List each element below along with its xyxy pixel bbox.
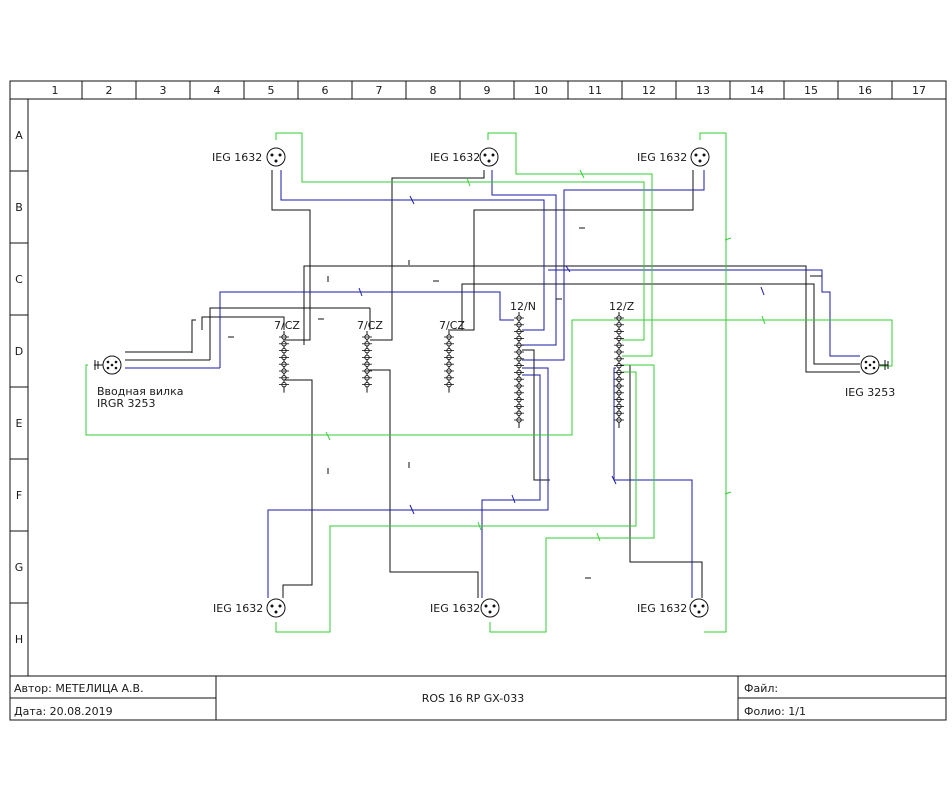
col-label: 12 [642,84,656,97]
terminal-block-label: 12/Z [609,300,635,313]
terminal-block-label: 7/CZ [439,319,465,332]
blue-wires [125,170,860,598]
connector-label: IEG 1632 [637,602,687,615]
row-label: G [15,561,24,574]
connector-ieg1632-bottom-mid: IEG 1632 [430,598,500,618]
row-label: H [15,633,23,646]
connector-ieg1632-bottom-right: IEG 1632 [637,598,709,618]
date-field: Дата: 20.08.2019 [14,705,113,718]
terminal-block-label: 7/CZ [357,319,383,332]
col-label: 2 [106,84,113,97]
col-label: 7 [376,84,383,97]
row-label: D [15,345,23,358]
connector-label: IEG 1632 [212,151,262,164]
row-label: A [15,129,23,142]
col-label: 6 [322,84,329,97]
wiring [85,132,893,633]
column-grid: 1 2 3 4 5 6 7 8 9 10 11 12 13 14 15 16 1… [52,81,926,99]
input-plug-model: IRGR 3253 [97,397,156,410]
connector-label: IEG 1632 [430,151,480,164]
author-field: Автор: МЕТЕЛИЦА А.В. [14,682,144,695]
col-label: 11 [588,84,602,97]
col-label: 5 [268,84,275,97]
connector-label: IEG 3253 [845,386,895,399]
col-label: 17 [912,84,926,97]
col-label: 13 [696,84,710,97]
drawing-name: ROS 16 RP GX-033 [422,692,525,705]
connector-ieg1632-bottom-left: IEG 1632 [213,598,286,618]
drawing-frame [9,80,947,721]
input-plug-irgr3253: Вводная вилка IRGR 3253 [94,355,183,410]
black-wires [125,170,860,598]
col-label: 15 [804,84,818,97]
terminal-blocks: 7/CZ 7/CZ 7/CZ 12/N 12/Z [274,300,635,428]
row-label: C [15,273,23,286]
input-plug-label: Вводная вилка [97,385,183,398]
connector-label: IEG 1632 [430,602,480,615]
col-label: 3 [160,84,167,97]
connector-label: IEG 1632 [637,151,687,164]
row-label: E [16,417,23,430]
connector-label: IEG 1632 [213,602,263,615]
col-label: 1 [52,84,59,97]
green-wires [85,132,893,633]
col-label: 9 [484,84,491,97]
terminal-block-label: 12/N [510,300,536,313]
col-label: 4 [214,84,221,97]
connector-ieg3253-right: IEG 3253 [845,355,895,399]
row-label: B [15,201,23,214]
wire-ticks [228,169,766,579]
row-grid: A B C D E F G H [10,129,28,646]
connector-ieg1632-top-left: IEG 1632 [212,147,286,167]
col-label: 16 [858,84,872,97]
terminal-block-label: 7/CZ [274,319,300,332]
col-label: 10 [534,84,548,97]
col-label: 8 [430,84,437,97]
row-label: F [16,489,22,502]
file-field: Файл: [744,682,778,695]
connector-ieg1632-top-mid: IEG 1632 [430,147,499,167]
connector-ieg1632-top-right: IEG 1632 [637,147,710,167]
folio-field: Фолио: 1/1 [744,705,806,718]
col-label: 14 [750,84,764,97]
title-block: Автор: МЕТЕЛИЦА А.В. Дата: 20.08.2019 RO… [10,676,946,720]
